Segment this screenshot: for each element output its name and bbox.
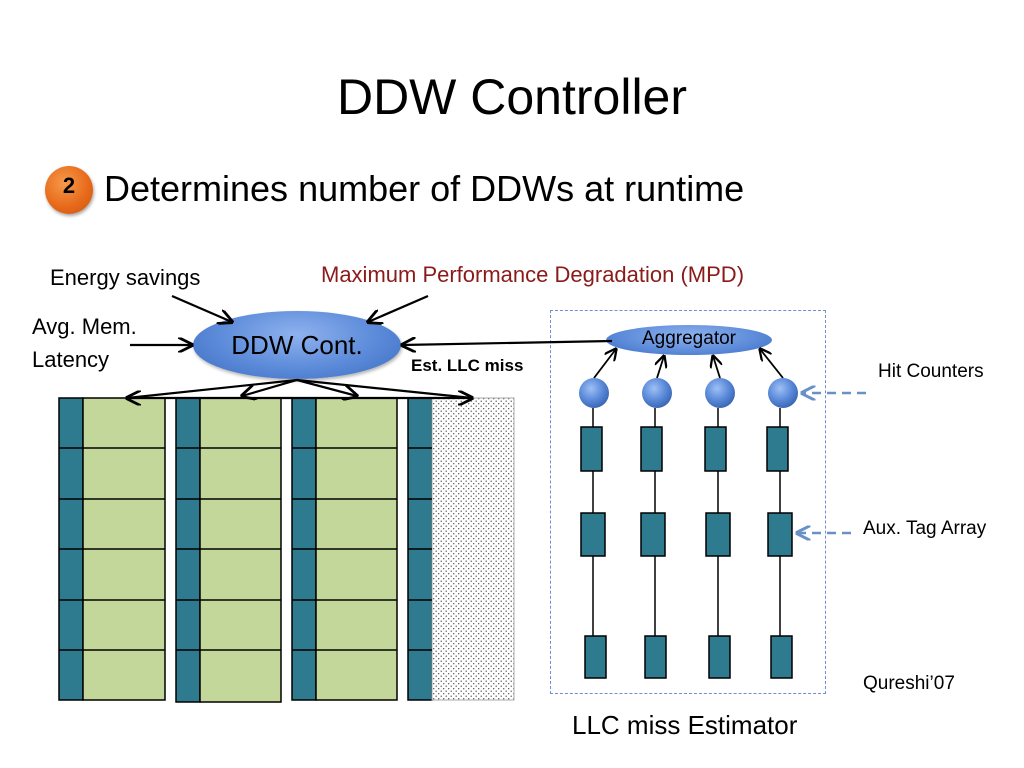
hit-counter-2 [642,378,672,408]
cache-array [58,397,515,703]
aux-tag-array-label: Aux. Tag Array [863,518,987,539]
avg-mem-label-line1: Avg. Mem. [32,314,137,339]
avg-mem-label-line2: Latency [32,347,110,372]
counter-to-aggregator-arrows [593,349,784,379]
energy-savings-label: Energy savings [50,265,201,290]
atd-column-4 [766,408,793,679]
mpd-label: Maximum Performance Degradation (MPD) [321,262,745,287]
aux-tag-columns [580,408,793,679]
hit-counter-4 [768,378,798,408]
bullet-number-badge: 2 [45,166,93,214]
citation-label: Qureshi’07 [863,673,955,694]
input-arrows [130,294,613,345]
hit-counter-1 [579,378,609,408]
set-row-dividers [59,447,432,651]
est-llc-miss-label: Est. LLC miss [411,356,524,375]
hit-counter-nodes [579,378,798,408]
hit-counters-label: Hit Counters [878,361,984,382]
controller-fanout-arrows [127,378,472,398]
slide-title: DDW Controller [336,69,688,125]
atd-column-2 [640,408,667,679]
atd-column-1 [580,408,607,679]
estimator-caption: LLC miss Estimator [572,710,798,740]
cache-way-2 [175,397,282,703]
dashed-pointer-arrows [797,393,866,533]
bullet-text: Determines number of DDWs at runtime [104,168,745,209]
aggregator-node: Aggregator [606,325,772,355]
llc-miss-estimator-box [550,310,826,694]
atd-column-3 [704,408,731,679]
hit-counter-3 [705,378,735,408]
